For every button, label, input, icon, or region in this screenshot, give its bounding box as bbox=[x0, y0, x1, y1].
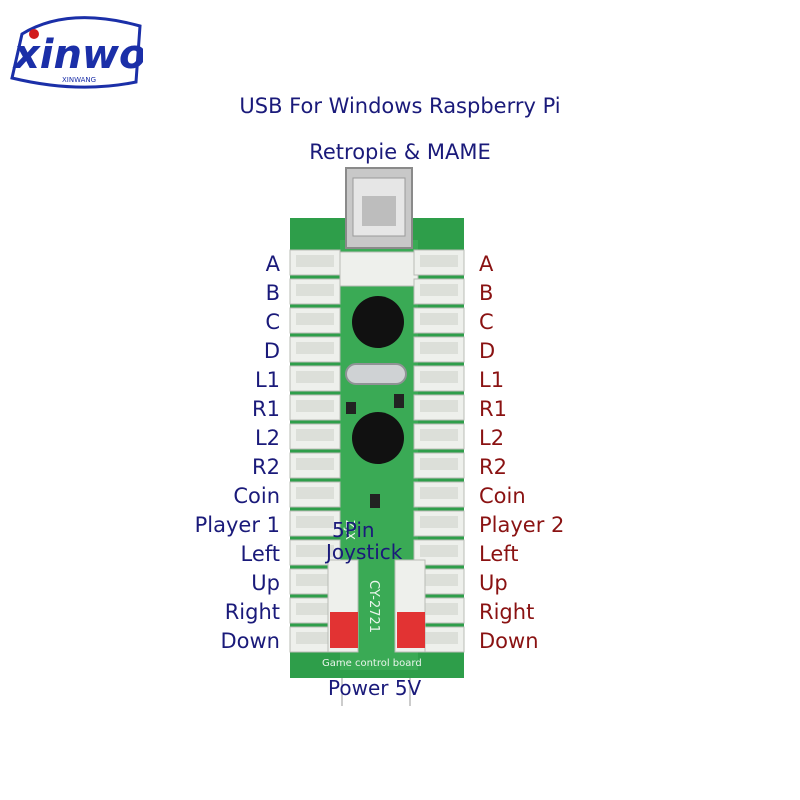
right-label: R1 bbox=[479, 397, 507, 421]
board-model-text: CY-2721 bbox=[366, 580, 381, 633]
left-label: L2 bbox=[254, 426, 280, 450]
right-connector-slot bbox=[420, 342, 458, 354]
left-connector-slot bbox=[296, 458, 334, 470]
left-label: A bbox=[265, 252, 280, 276]
right-connector-slot bbox=[420, 429, 458, 441]
board-footer-text: Game control board bbox=[322, 658, 422, 669]
right-label: Down bbox=[479, 629, 539, 653]
left-connector-slot bbox=[296, 487, 334, 499]
right-connector-slot bbox=[420, 313, 458, 325]
left-label: B bbox=[265, 281, 280, 305]
right-label: A bbox=[479, 252, 494, 276]
right-connector-slot bbox=[420, 371, 458, 383]
left-connector-slot bbox=[296, 342, 334, 354]
left-label: L1 bbox=[254, 368, 280, 392]
right-connector-slot bbox=[420, 516, 458, 528]
chip-blob-2 bbox=[352, 412, 404, 464]
left-label: Up bbox=[251, 571, 280, 595]
right-connector-slot bbox=[420, 284, 458, 296]
logo-text: xinwo bbox=[12, 32, 143, 78]
joystick-label-line-2: Joystick bbox=[326, 540, 403, 564]
usb-connector bbox=[345, 167, 413, 249]
right-label: L2 bbox=[479, 426, 505, 450]
power-label: Power 5V bbox=[328, 676, 422, 700]
left-connector-slot bbox=[296, 313, 334, 325]
right-label: Player 2 bbox=[479, 513, 565, 537]
board-brand-text: ZJX bbox=[343, 520, 357, 540]
left-connector-slot bbox=[296, 632, 334, 644]
right-connector-slot bbox=[420, 458, 458, 470]
left-label-list: A B C D L1 R1 L2 R2 Coin Player 1 Left U… bbox=[195, 250, 280, 656]
header-line-2: Retropie & MAME bbox=[309, 140, 491, 164]
right-connector-slot bbox=[420, 487, 458, 499]
right-connector-slot bbox=[420, 603, 458, 615]
left-connector-slot bbox=[296, 574, 334, 586]
left-label: R2 bbox=[252, 455, 280, 479]
logo-subtext: XINWANG bbox=[62, 76, 96, 84]
left-connector-slot bbox=[296, 429, 334, 441]
left-label: Coin bbox=[233, 484, 280, 508]
right-label: C bbox=[479, 310, 494, 334]
brand-logo: xinwo XINWANG bbox=[10, 16, 143, 89]
left-connector-slot bbox=[296, 371, 334, 383]
crystal-oscillator bbox=[345, 363, 407, 385]
right-label: Up bbox=[479, 571, 508, 595]
right-label: R2 bbox=[479, 455, 507, 479]
right-label: Left bbox=[479, 542, 519, 566]
right-connector-slot bbox=[420, 574, 458, 586]
right-connector-slot bbox=[420, 632, 458, 644]
right-label: Right bbox=[479, 600, 535, 624]
logo-dot-icon bbox=[29, 29, 39, 39]
left-connector-slot bbox=[296, 284, 334, 296]
right-label-list: A B C D L1 R1 L2 R2 Coin Player 2 Left U… bbox=[479, 250, 564, 656]
joystick-connector-left bbox=[327, 559, 359, 653]
left-connector-slot bbox=[296, 545, 334, 557]
chip-blob-1 bbox=[352, 296, 404, 348]
left-label: Left bbox=[240, 542, 280, 566]
joystick-connector-right bbox=[394, 559, 426, 653]
left-label: Down bbox=[220, 629, 280, 653]
right-connector-slot bbox=[420, 545, 458, 557]
left-connector-slot bbox=[296, 400, 334, 412]
left-label: D bbox=[263, 339, 280, 363]
top-connector bbox=[339, 251, 419, 287]
left-label: R1 bbox=[252, 397, 280, 421]
left-connector-slot bbox=[296, 516, 334, 528]
left-connector-slot bbox=[296, 603, 334, 615]
right-connector-slot bbox=[420, 400, 458, 412]
left-label: C bbox=[265, 310, 280, 334]
right-label: B bbox=[479, 281, 494, 305]
left-label: Right bbox=[224, 600, 280, 624]
left-connector-slot bbox=[296, 255, 334, 267]
header-line-1: USB For Windows Raspberry Pi bbox=[239, 94, 561, 118]
joystick-label-line-1: 5Pin bbox=[332, 518, 375, 542]
right-connector-column bbox=[413, 249, 465, 653]
left-label: Player 1 bbox=[194, 513, 280, 537]
right-label: D bbox=[479, 339, 496, 363]
left-connector-column bbox=[289, 249, 341, 653]
right-connector-slot bbox=[420, 255, 458, 267]
right-label: L1 bbox=[479, 368, 505, 392]
right-label: Coin bbox=[479, 484, 526, 508]
